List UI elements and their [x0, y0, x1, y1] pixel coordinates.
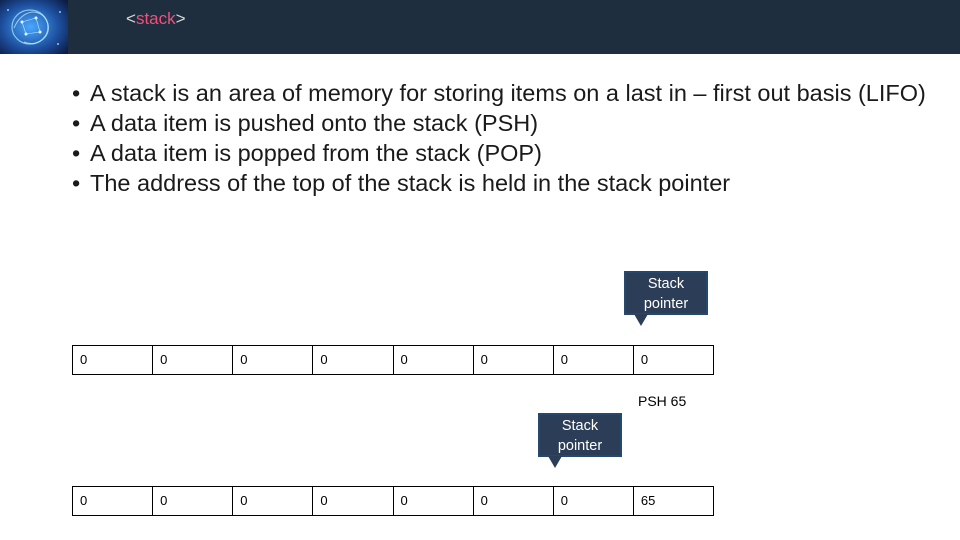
memory-cell: 0 — [394, 487, 474, 515]
stack-pointer-callout-before: Stack pointer — [624, 271, 708, 326]
memory-cell: 0 — [474, 487, 554, 515]
memory-cell: 0 — [153, 487, 234, 515]
memory-cells-before: 0 0 0 0 0 0 0 0 — [72, 345, 714, 375]
bullet-item: A data item is pushed onto the stack (PS… — [72, 108, 932, 138]
memory-cell: 0 — [153, 346, 234, 374]
memory-cell: 0 — [73, 346, 154, 374]
memory-cell: 0 — [554, 346, 634, 374]
callout-pointer-tip — [548, 456, 562, 468]
callout-pointer-tip — [634, 314, 648, 326]
push-operation-label: PSH 65 — [638, 393, 687, 409]
memory-cell: 0 — [474, 346, 554, 374]
bullet-list: A stack is an area of memory for storing… — [72, 78, 932, 198]
memory-cell: 0 — [233, 346, 314, 374]
slide-title: <stack> — [126, 9, 186, 28]
memory-cell: 0 — [554, 487, 634, 515]
memory-cell: 0 — [394, 346, 474, 374]
memory-cell: 0 — [640, 352, 649, 367]
bullet-item: A data item is popped from the stack (PO… — [72, 138, 932, 168]
memory-cell: 0 — [313, 346, 394, 374]
bullet-item: A stack is an area of memory for storing… — [72, 78, 932, 108]
callout-label-line2: pointer — [557, 438, 603, 454]
callout-label-line2: pointer — [643, 296, 689, 312]
callout-label-line1: Stack — [561, 418, 599, 434]
memory-cells-after: 0 0 0 0 0 0 0 65 — [72, 486, 714, 516]
memory-cell: 0 — [233, 487, 314, 515]
brain-logo-icon — [0, 0, 68, 54]
slide-header: <stack> — [0, 0, 960, 54]
memory-cell: 0 — [313, 487, 394, 515]
stack-pointer-callout-after: Stack pointer — [538, 413, 622, 468]
memory-cell: 0 — [73, 487, 154, 515]
memory-cell: 65 — [640, 493, 656, 508]
callout-label-line1: Stack — [647, 276, 685, 292]
bullet-item: The address of the top of the stack is h… — [72, 168, 932, 198]
